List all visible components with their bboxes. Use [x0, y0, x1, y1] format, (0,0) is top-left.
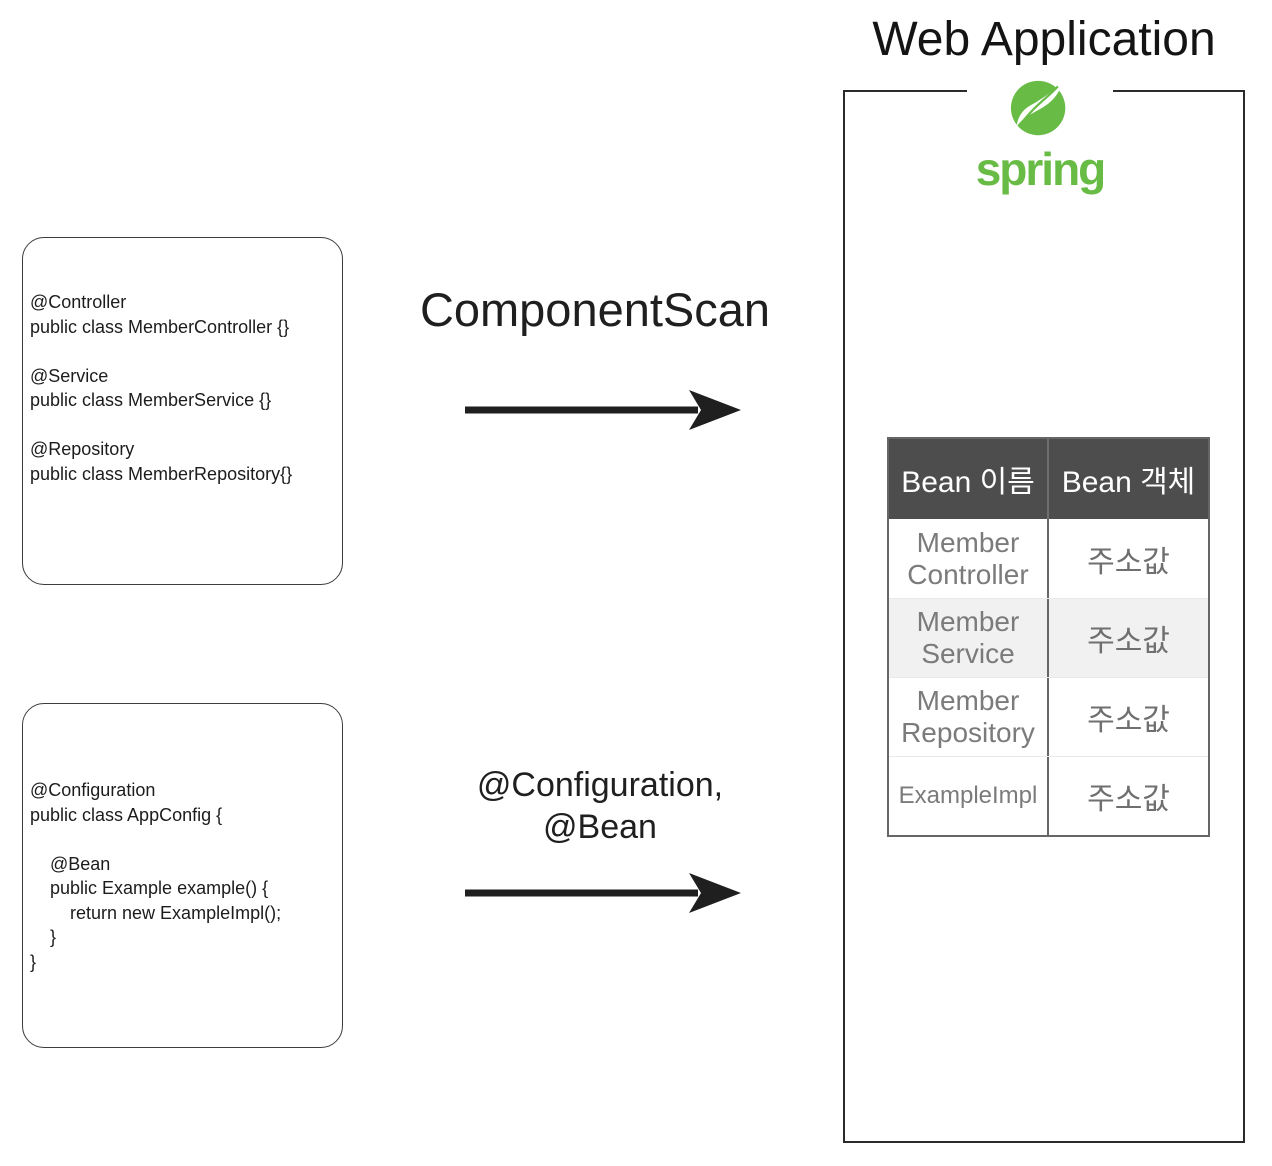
table-row: Member Controller 주소값 [889, 519, 1208, 598]
code-line: public Example example() { [30, 878, 269, 898]
code-line: @Repository [30, 439, 135, 459]
component-annotations-box: @Controller public class MemberController… [22, 237, 343, 585]
bean-object-cell: 주소값 [1047, 678, 1208, 756]
bean-name-cell: Member Repository [901, 685, 1035, 748]
code-line: public class MemberController {} [30, 316, 290, 337]
bean-table-header: Bean 이름 Bean 객체 [889, 439, 1208, 519]
code-line: } [30, 951, 37, 972]
code-line: public class MemberService {} [30, 390, 272, 410]
code-line: public class AppConfig { [30, 804, 223, 825]
bean-name-cell: Member Controller [907, 526, 1029, 590]
bean-name-cell: Member Service [916, 606, 1020, 669]
configuration-bean-label: @Configuration, @Bean [430, 764, 770, 848]
code-line: @Configuration [30, 780, 156, 800]
code-line: } [30, 927, 57, 947]
bean-object-cell: 주소값 [1047, 519, 1208, 598]
spring-wordmark: spring [975, 143, 1107, 195]
bean-object-cell: 주소값 [1047, 599, 1208, 677]
code-line: return new ExampleImpl(); [30, 902, 282, 923]
bean-table: Bean 이름 Bean 객체 Member Controller 주소값 Me… [887, 437, 1210, 837]
table-row: Member Service 주소값 [889, 598, 1208, 677]
bean-name-cell: ExampleImpl [898, 782, 1038, 809]
bean-object-column-header: Bean 객체 [1047, 439, 1208, 519]
code-line: @Controller [30, 292, 127, 312]
configuration-bean-label-line2: @Bean [543, 808, 657, 846]
component-scan-label: ComponentScan [419, 283, 771, 336]
code-line [30, 827, 338, 852]
code-line: @Bean [30, 853, 111, 874]
configuration-bean-arrow-icon [465, 873, 741, 913]
bean-name-column-header: Bean 이름 [901, 466, 1035, 499]
bean-object-cell: 주소값 [1047, 757, 1208, 835]
spring-leaf-icon [1010, 80, 1066, 136]
app-config-box: @Configuration public class AppConfig { @… [22, 703, 343, 1048]
configuration-bean-label-line1: @Configuration, [476, 766, 724, 804]
component-scan-arrow-icon [465, 390, 741, 430]
code-line [30, 413, 338, 438]
table-row: Member Repository 주소값 [889, 677, 1208, 756]
code-line: @Service [30, 365, 109, 386]
web-application-title: Web Application [872, 13, 1216, 66]
table-row: ExampleImpl 주소값 [889, 756, 1208, 835]
code-line [30, 339, 338, 364]
code-line: public class MemberRepository{} [30, 463, 293, 484]
spring-logo: spring [967, 74, 1113, 200]
bean-table-body: Member Controller 주소값 Member Service 주소값… [889, 519, 1208, 835]
